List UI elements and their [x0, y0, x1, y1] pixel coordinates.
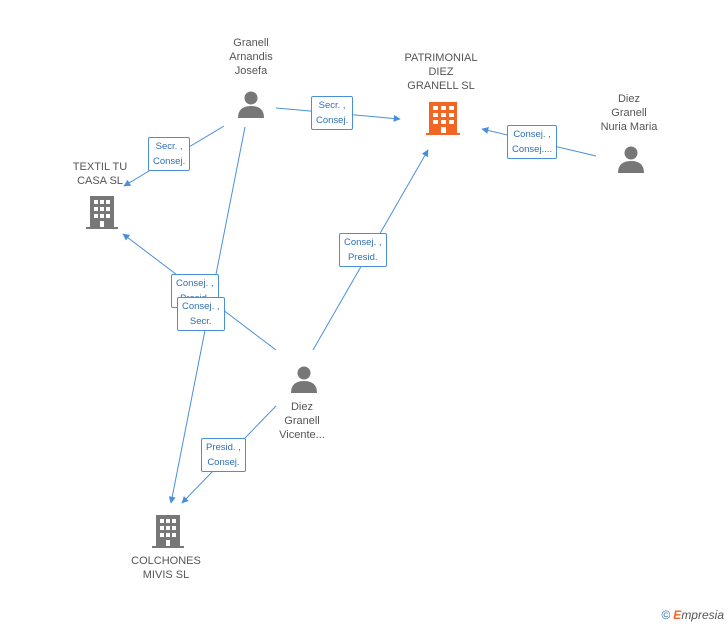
label-line: DIEZ — [428, 66, 454, 78]
building-icon[interactable] — [426, 102, 460, 135]
edge-label-granell-patrimonial[interactable]: Secr. , Consej. — [311, 96, 354, 130]
person-icon[interactable] — [291, 366, 317, 394]
label-line: CASA SL — [77, 175, 123, 187]
brand-initial: E — [673, 608, 682, 622]
edge-label-line: Consej. , — [176, 278, 214, 289]
node-label-diez-vicente[interactable]: Diez Granell Vicente... — [262, 400, 342, 442]
edge-label-line: Secr. , — [155, 141, 183, 152]
label-line: Vicente... — [279, 429, 325, 441]
node-label-patrimonial[interactable]: PATRIMONIAL DIEZ GRANELL SL — [386, 51, 496, 93]
building-icon[interactable] — [86, 196, 118, 229]
label-line: MIVIS SL — [142, 569, 190, 581]
edge-label-line: Presid. — [347, 252, 378, 263]
label-line: Nuria Maria — [600, 121, 658, 133]
edge-label-line: Consej. — [207, 457, 240, 468]
edge-label-vicente-patrimonial[interactable]: Consej. , Presid. — [339, 233, 387, 267]
edge-label-line: Consej. , — [513, 129, 551, 140]
edge-label-line: Consej. — [153, 156, 186, 167]
brand-name: mpresia — [681, 608, 724, 622]
label-line: Diez — [617, 93, 640, 105]
label-line: COLCHONES — [131, 555, 201, 567]
node-label-granell-arnandis[interactable]: Granell Arnandis Josefa — [210, 36, 292, 78]
edge-label-line: Presid. , — [206, 442, 241, 453]
label-line: Diez — [290, 401, 313, 413]
label-line: TEXTIL TU — [72, 161, 128, 173]
building-icon[interactable] — [152, 515, 184, 548]
node-label-colchones[interactable]: COLCHONES MIVIS SL — [121, 554, 211, 582]
node-label-textil[interactable]: TEXTIL TU CASA SL — [60, 160, 140, 188]
copyright-icon: © — [661, 608, 671, 622]
edge-label-line: Consej.... — [512, 144, 553, 155]
person-icon[interactable] — [618, 146, 644, 174]
label-line: Granell — [233, 37, 269, 49]
edge-label-vicente-colchones[interactable]: Presid. , Consej. — [201, 438, 246, 472]
brand-logo: ©Empresia — [661, 608, 724, 622]
edge-label-line: Secr. — [189, 316, 212, 327]
edge-label-line: Consej. , — [344, 237, 382, 248]
edge-label-line: Consej. — [316, 115, 349, 126]
edge-label-nuria-patrimonial[interactable]: Consej. , Consej.... — [507, 125, 558, 159]
edge-label-granell-colchones[interactable]: Consej. , Secr. — [177, 297, 225, 331]
person-icon[interactable] — [238, 91, 264, 119]
label-line: Granell — [611, 107, 647, 119]
edge-label-granell-textil[interactable]: Secr. , Consej. — [148, 137, 191, 171]
label-line: Granell — [284, 415, 320, 427]
node-label-diez-nuria[interactable]: Diez Granell Nuria Maria — [584, 92, 674, 134]
label-line: PATRIMONIAL — [404, 52, 478, 64]
label-line: Arnandis — [229, 51, 273, 63]
label-line: Josefa — [234, 65, 268, 77]
edge-label-line: Consej. , — [182, 301, 220, 312]
edge-label-line: Secr. , — [318, 100, 346, 111]
label-line: GRANELL SL — [407, 80, 475, 92]
